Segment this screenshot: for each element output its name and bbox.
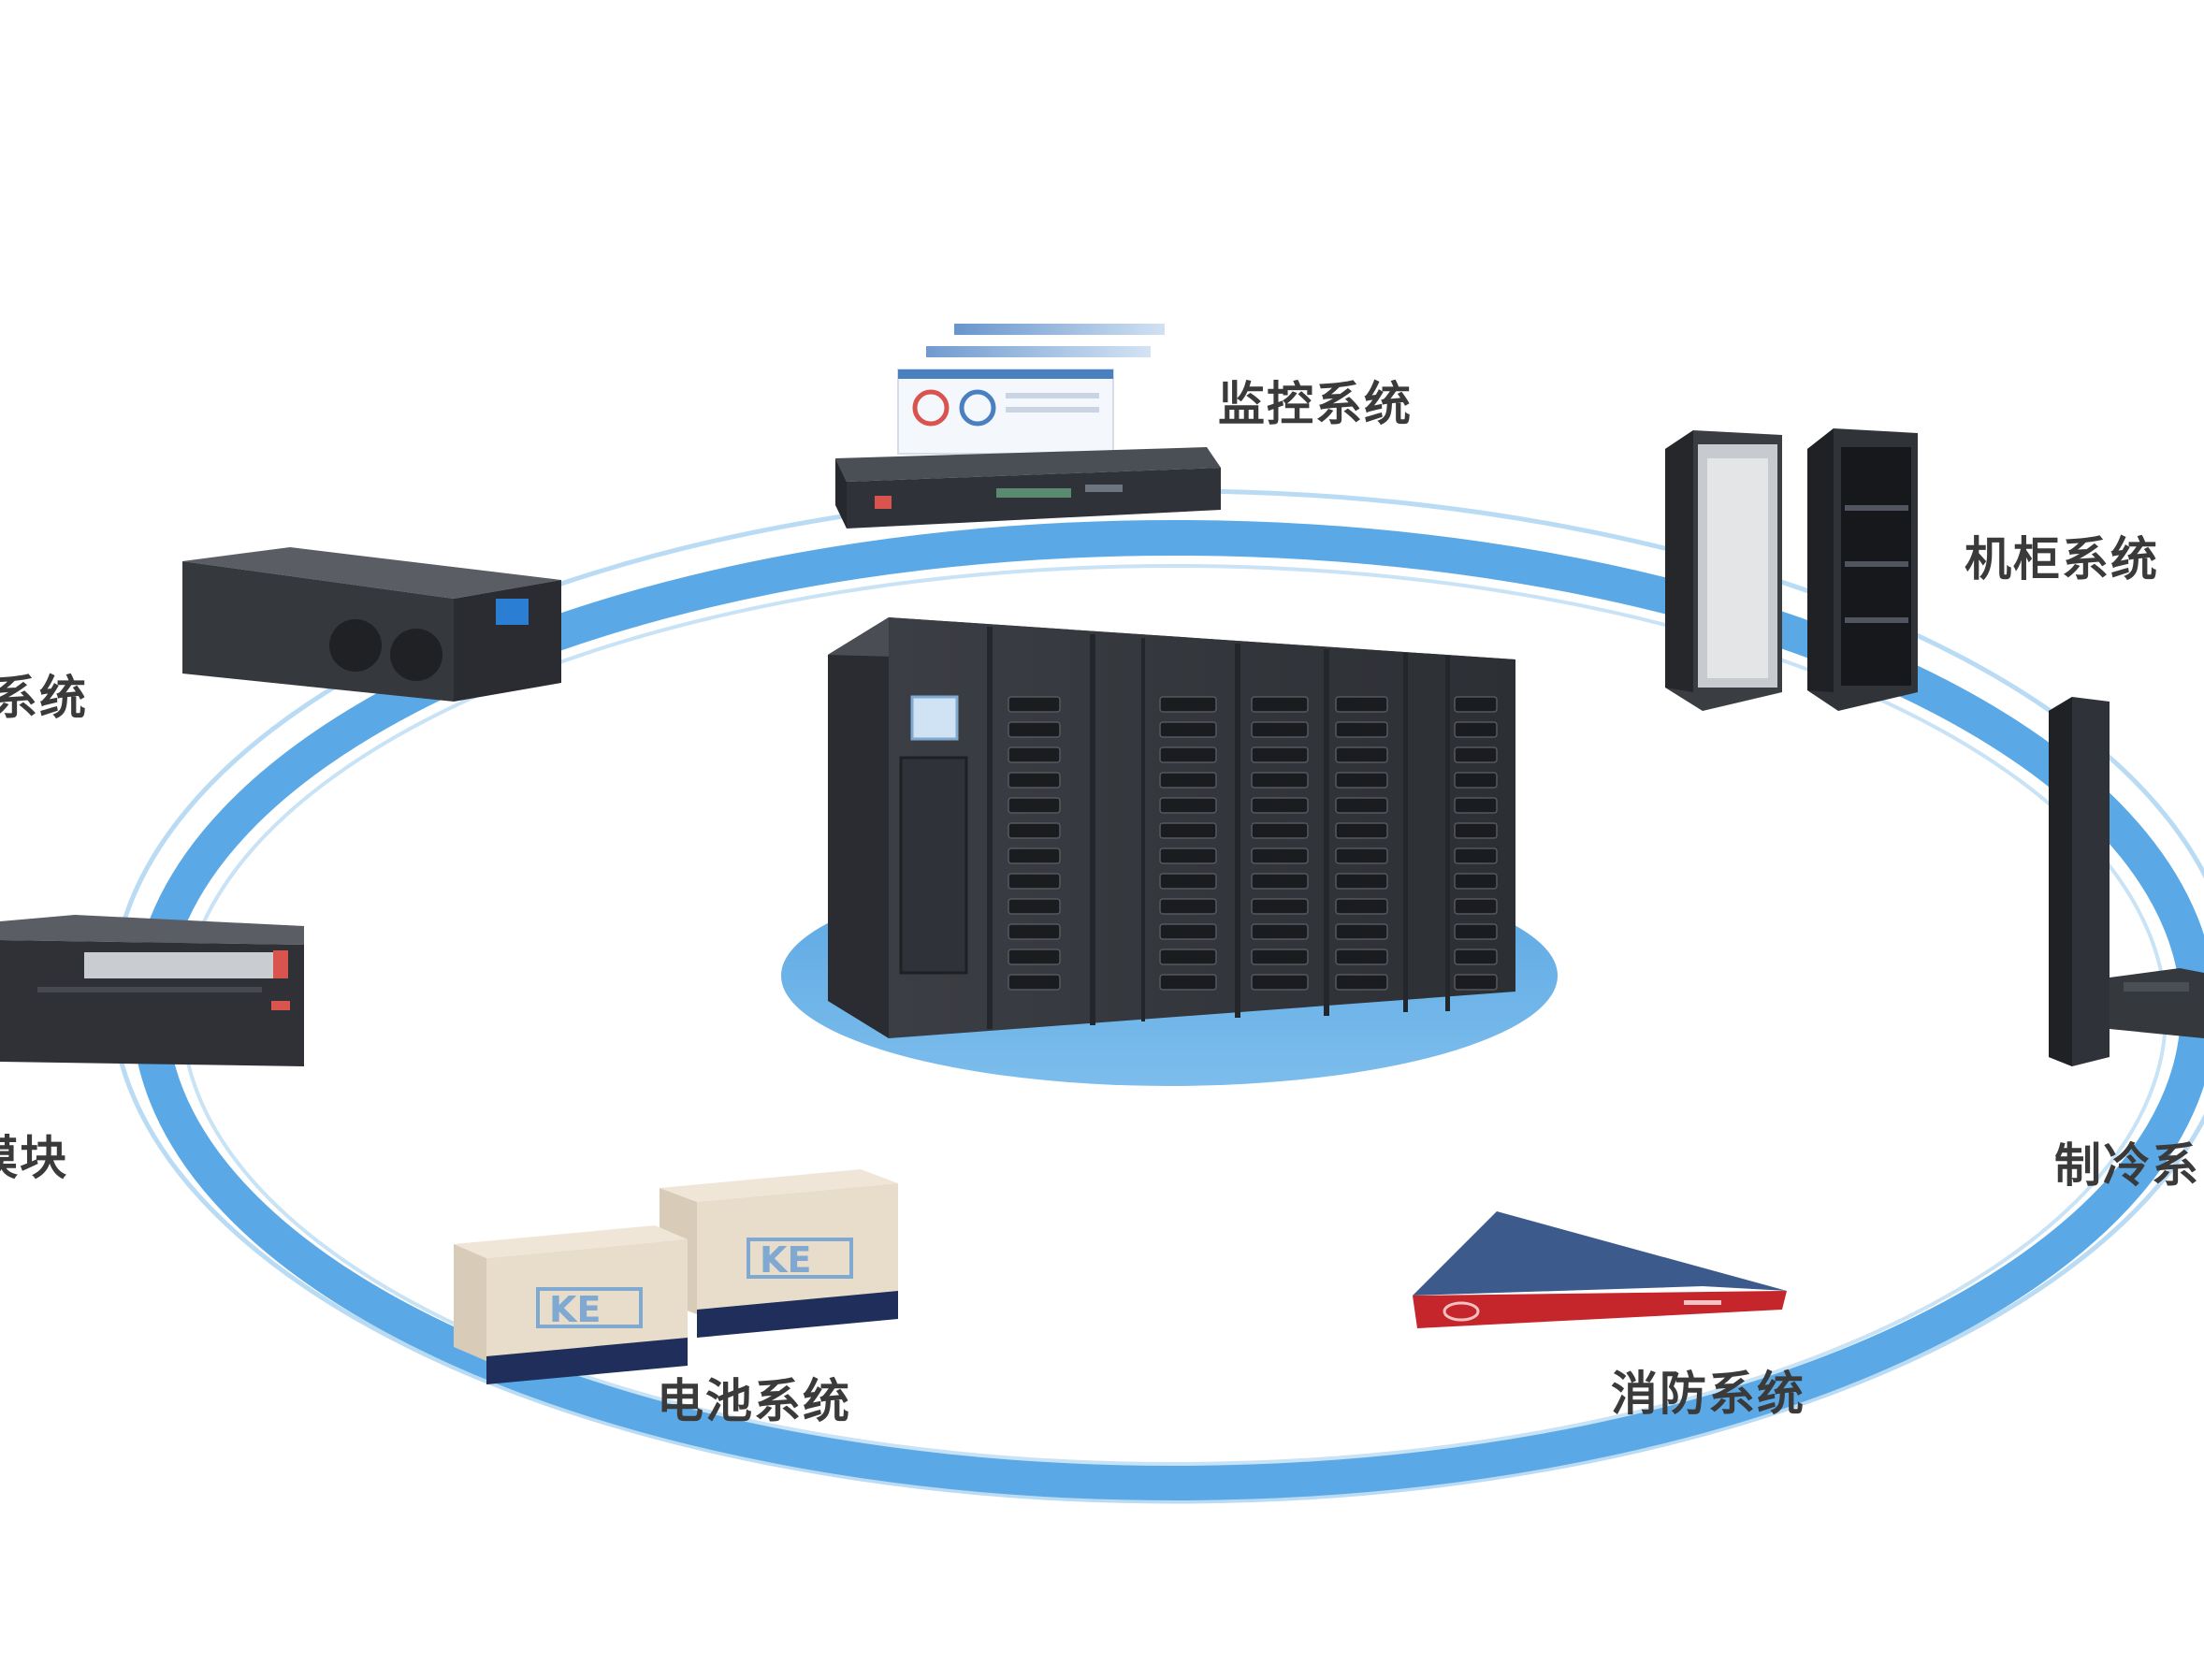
server-slot <box>1159 746 1217 763</box>
server-slot <box>1335 873 1388 890</box>
server-slot <box>1454 923 1498 940</box>
power-module-image <box>0 915 304 1066</box>
server-slot <box>1251 721 1309 738</box>
ups-system-image <box>182 547 561 702</box>
label-ups-system: S系统 <box>0 671 89 725</box>
label-fire-system: 消防系统 <box>1611 1367 1805 1421</box>
server-slot <box>1335 923 1388 940</box>
fire-system-image <box>1413 1211 1787 1328</box>
server-slot <box>1335 772 1388 789</box>
server-slot <box>1251 873 1309 890</box>
server-slot <box>1251 746 1309 763</box>
server-slot <box>1454 847 1498 864</box>
server-slot <box>1008 696 1061 713</box>
server-slot <box>1454 974 1498 991</box>
server-slot <box>1251 923 1309 940</box>
server-slot <box>1159 797 1217 814</box>
server-slot <box>1008 898 1061 915</box>
server-slot <box>1251 949 1309 965</box>
server-slot <box>1008 873 1061 890</box>
svg-text:KE: KE <box>549 1289 601 1330</box>
server-slot <box>1251 898 1309 915</box>
label-power-module: l模块 <box>0 1131 69 1185</box>
cooling-system-image <box>2049 697 2204 1066</box>
server-slot <box>1454 898 1498 915</box>
server-slot <box>1454 772 1498 789</box>
server-slot <box>1251 974 1309 991</box>
server-slot <box>1159 923 1217 940</box>
server-slot <box>1008 923 1061 940</box>
server-slot <box>1335 696 1388 713</box>
server-slot <box>1454 949 1498 965</box>
server-slot <box>1454 873 1498 890</box>
server-slot <box>1454 696 1498 713</box>
server-slot <box>1159 772 1217 789</box>
server-slot <box>1454 797 1498 814</box>
server-slot <box>1008 797 1061 814</box>
label-cabinet-system: 机柜系统 <box>1965 532 2159 587</box>
server-slot <box>1008 847 1061 864</box>
server-slot <box>1008 822 1061 839</box>
micro-module-data-center-image <box>828 617 1515 1038</box>
server-slot <box>1159 974 1217 991</box>
server-slot <box>1335 974 1388 991</box>
server-slot <box>1251 822 1309 839</box>
server-slot <box>1251 696 1309 713</box>
svg-text:KE: KE <box>760 1239 811 1281</box>
label-cooling-system: 制冷系 <box>2054 1138 2200 1193</box>
server-slot <box>1251 847 1309 864</box>
server-slot <box>1008 974 1061 991</box>
server-slot <box>1335 746 1388 763</box>
server-slot <box>1159 822 1217 839</box>
battery-system-image: KE KE <box>454 1169 898 1384</box>
server-slot <box>1251 797 1309 814</box>
server-slot <box>1008 721 1061 738</box>
server-slot <box>1008 772 1061 789</box>
cabinet-system-image <box>1665 428 1918 711</box>
monitoring-system-image <box>835 324 1221 529</box>
server-slot <box>1159 949 1217 965</box>
server-slot <box>1159 696 1217 713</box>
server-slot <box>1335 721 1388 738</box>
server-slot <box>1454 721 1498 738</box>
server-slot <box>1008 949 1061 965</box>
label-battery-system: 电池系统 <box>657 1374 851 1428</box>
server-slot <box>1335 898 1388 915</box>
server-slot <box>1159 721 1217 738</box>
server-slot <box>1159 847 1217 864</box>
server-slot <box>1159 898 1217 915</box>
server-slot <box>1454 746 1498 763</box>
server-slot <box>1251 772 1309 789</box>
server-slot <box>1335 949 1388 965</box>
server-slot <box>1159 873 1217 890</box>
label-monitoring-system: 监控系统 <box>1218 377 1413 431</box>
server-slot <box>1454 822 1498 839</box>
server-slot <box>1335 822 1388 839</box>
server-slot <box>1335 797 1388 814</box>
server-slot <box>1335 847 1388 864</box>
server-slot <box>1008 746 1061 763</box>
